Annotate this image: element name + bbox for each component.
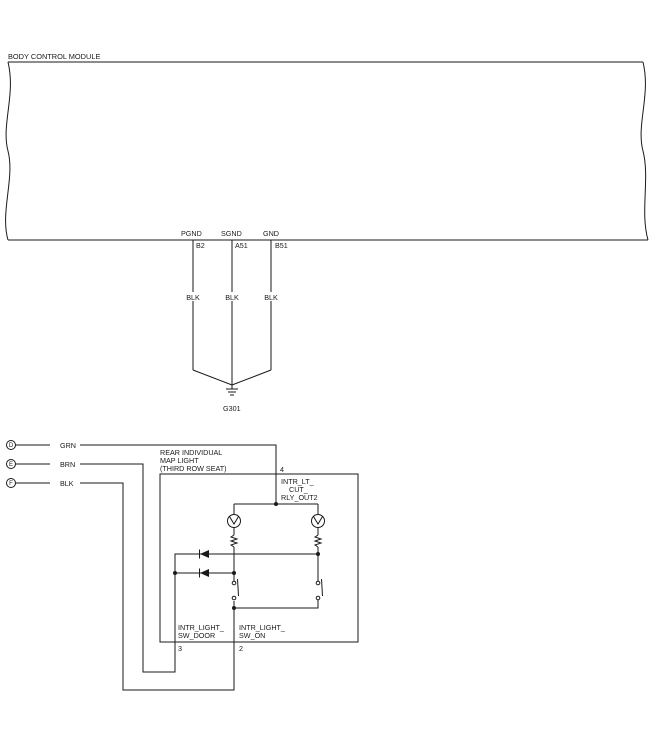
lamp-left-icon [227, 514, 241, 528]
module-pin-pgnd-name: PGND [181, 229, 202, 238]
junction-dot [232, 571, 236, 575]
wire-f-color-label: BLK [60, 479, 74, 488]
diode-lower-icon [199, 568, 209, 578]
junction-dot [274, 502, 278, 506]
module-pin-sgnd-number: A51 [235, 241, 248, 250]
module-title: BODY CONTROL MODULE [8, 52, 100, 61]
module-pin-gnd-number: B51 [275, 241, 288, 250]
connector-d-letter: D [9, 443, 14, 449]
ground-symbol [226, 385, 238, 396]
wire-switch-return [234, 600, 319, 609]
wire-pgnd-color-label: BLK [186, 293, 200, 302]
pin-3-number: 3 [178, 644, 182, 653]
module-box [5, 61, 649, 241]
wire-e-color-label: BRN [60, 460, 75, 469]
resistor-left-icon [229, 534, 239, 548]
pin-4-name-line-1: INTR_LT_ [281, 477, 315, 486]
module-pin-sgnd-name: SGND [221, 229, 242, 238]
pin-4-name-line-3: RLY_OUT2 [281, 493, 318, 502]
resistor-right-icon [313, 534, 323, 548]
pin-2-number: 2 [239, 644, 243, 653]
module-pin-gnd-name: GND [263, 229, 279, 238]
switch-door-icon [231, 578, 239, 601]
wire-label-mask [185, 292, 201, 301]
wire-f-run [80, 482, 235, 691]
junction-dot [316, 552, 320, 556]
junction-dot [232, 606, 236, 610]
pin-4-name-line-2: CUT_ [289, 485, 309, 494]
wire-d-color-label: GRN [60, 441, 76, 450]
wire-pgnd-splice [192, 369, 233, 386]
pin-3-name-line-2: SW_DOOR [178, 631, 215, 640]
wire-sgnd-color-label: BLK [225, 293, 239, 302]
wire-d-run [80, 444, 277, 504]
wire-label-mask [263, 292, 279, 301]
map-light-title-line-1: REAR INDIVIDUAL [160, 448, 222, 457]
connector-e-letter: E [9, 462, 13, 468]
junction-dot [173, 571, 177, 575]
map-light-title-line-3: (THIRD ROW SEAT) [160, 464, 227, 473]
connector-d: D GRN [6, 440, 277, 504]
pin-2-name-line-2: SW_ON [239, 631, 265, 640]
connector-e: E BRN [6, 459, 318, 673]
switch-on-icon [315, 578, 323, 601]
module-box-right-break [640, 61, 649, 241]
diode-upper-icon [199, 549, 209, 559]
connector-f-letter: F [9, 481, 13, 487]
pin-2-name-line-1: INTR_LIGHT_ [239, 623, 286, 632]
lamp-right-icon [311, 514, 325, 528]
map-light-box [159, 473, 359, 643]
wire-gnd-splice [231, 369, 272, 386]
module-box-left-break [5, 61, 11, 241]
connector-f: F BLK [6, 478, 235, 691]
pin-4-number: 4 [280, 465, 284, 474]
wire-e-run [80, 463, 318, 673]
map-light-title-line-2: MAP LIGHT [160, 456, 199, 465]
pin-3-name-line-1: INTR_LIGHT_ [178, 623, 225, 632]
module-pin-pgnd-number: B2 [196, 241, 205, 250]
wire-label-mask [224, 292, 240, 301]
ground-label: G301 [223, 404, 241, 413]
wire-gnd-color-label: BLK [264, 293, 278, 302]
